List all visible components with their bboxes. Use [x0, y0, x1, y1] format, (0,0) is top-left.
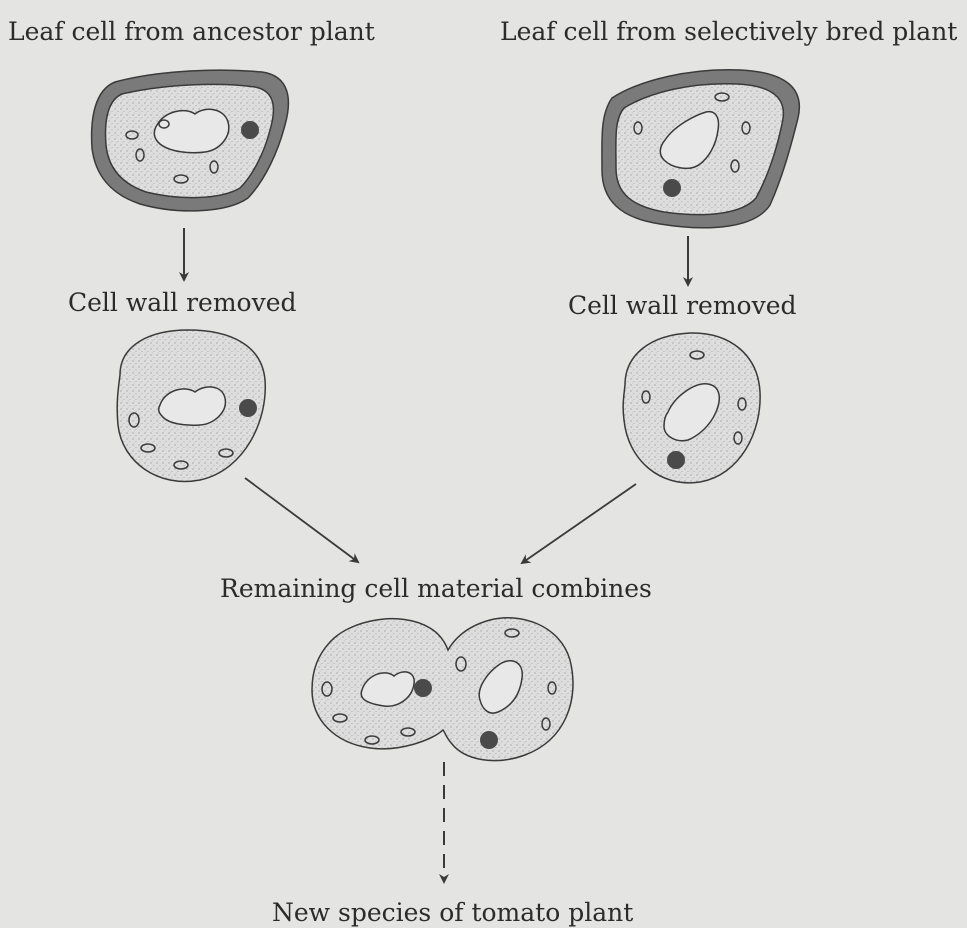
fused-left-nucleus	[414, 679, 432, 697]
fused-right-nucleus	[480, 731, 498, 749]
label-wall-removed-right: Cell wall removed	[568, 293, 797, 318]
fused-cell-membrane	[312, 618, 573, 761]
label-result: New species of tomato plant	[272, 900, 633, 925]
ancestor-protoplast-vacuole	[159, 387, 226, 425]
ancestor-vacuole	[154, 109, 228, 152]
fused-cell	[312, 618, 573, 761]
ancestor-protoplast-nucleus	[239, 399, 257, 417]
bred-nucleus	[663, 179, 681, 197]
ancestor-leaf-cell	[92, 70, 289, 211]
label-ancestor-cell: Leaf cell from ancestor plant	[8, 19, 375, 44]
label-wall-removed-left: Cell wall removed	[68, 290, 297, 315]
ancestor-nucleus	[241, 121, 259, 139]
bred-protoplast	[623, 333, 760, 483]
bred-leaf-cell	[602, 70, 799, 228]
label-combine: Remaining cell material combines	[220, 576, 652, 601]
bred-protoplast-nucleus	[667, 451, 685, 469]
label-bred-cell: Leaf cell from selectively bred plant	[500, 19, 957, 44]
arrow-combine-right	[522, 484, 636, 563]
arrow-combine-left	[245, 478, 358, 562]
ancestor-protoplast	[117, 330, 265, 481]
